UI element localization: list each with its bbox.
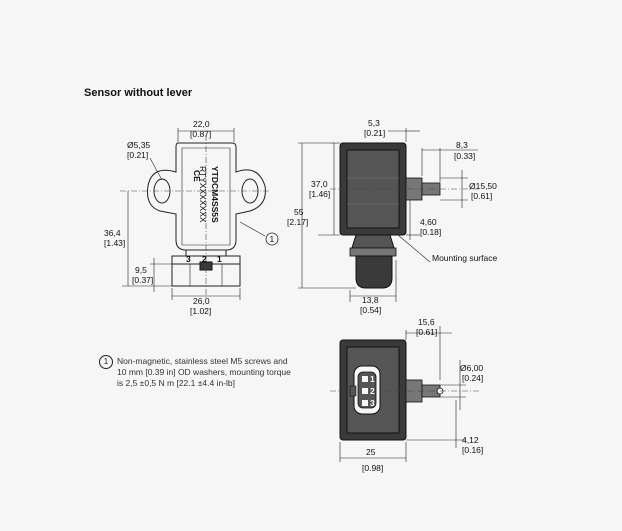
- pin-label-2: 2: [202, 254, 207, 264]
- dim-connector-mm: 9,5: [135, 265, 147, 275]
- part-label-1: YTDCM4SS5S: [210, 166, 220, 223]
- dim-height-mm: 36,4: [104, 228, 121, 238]
- dim-base-mm: 26,0: [193, 296, 210, 306]
- dim-connector-in: [0.37]: [132, 275, 153, 285]
- bottom-pin-2: 2: [370, 386, 375, 396]
- mounting-surface-label: Mounting surface: [432, 253, 497, 263]
- ce-mark: CE: [192, 170, 202, 182]
- dim-total-h-mm: 55: [294, 207, 304, 217]
- dim-depth-in: [0.61]: [416, 327, 437, 337]
- dim-offset-mm: 4,12: [462, 435, 479, 445]
- dim-pin-dia-mm: Ø6,00: [460, 363, 483, 373]
- dim-shaft-dia-mm: Ø15,50: [469, 181, 497, 191]
- callout-circle: [265, 232, 279, 246]
- dim-width-in: [0.98]: [362, 463, 383, 473]
- dim-total-h-in: [2.17]: [287, 217, 308, 227]
- dim-pin-dia-in: [0.24]: [462, 373, 483, 383]
- dim-hole-mm: Ø5,35: [127, 140, 150, 150]
- part-label-2: RTYXXXXXXX: [198, 166, 208, 223]
- dim-top-in: [0.21]: [364, 128, 385, 138]
- section-title: Sensor without lever: [84, 87, 193, 99]
- dim-offset-in: [0.18]: [420, 227, 441, 237]
- bottom-pin-1: 1: [370, 374, 375, 384]
- dim-base-mm: 13,8: [362, 295, 379, 305]
- dim-offset-mm: 4,60: [420, 217, 437, 227]
- dim-width-in: [0.87]: [190, 129, 211, 139]
- dim-shaft-dia-in: [0.61]: [471, 191, 492, 201]
- dim-top-mm: 5,3: [368, 118, 380, 128]
- dim-shaft-mm: 8,3: [456, 140, 468, 150]
- pin-label-3: 3: [186, 254, 191, 264]
- dim-depth-mm: 15,6: [418, 317, 435, 327]
- dim-offset-in: [0.16]: [462, 445, 483, 455]
- dim-body-h-mm: 37,0: [311, 179, 328, 189]
- dim-width-mm: 22,0: [193, 119, 210, 129]
- bottom-pin-3: 3: [370, 398, 375, 408]
- dim-body-h-in: [1.46]: [309, 189, 330, 199]
- front-view: CE YTDCM4SS5S RTYXXXXXXX 3 2 1 1 22,0 [0…: [104, 119, 279, 316]
- bottom-view: 1 2 3 15,6 [0.61] Ø6,00 [0.24] 4,12 [0.1…: [330, 317, 483, 473]
- dim-hole-in: [0.21]: [127, 150, 148, 160]
- dim-height-in: [1.43]: [104, 238, 125, 248]
- dim-shaft-in: [0.33]: [454, 151, 475, 161]
- dim-width-mm: 25: [366, 447, 376, 457]
- note-number: 1: [99, 355, 113, 369]
- pin-label-1: 1: [217, 254, 222, 264]
- side-view: Mounting surface 5,3 [0.21] 8,3 [0.33] 3…: [287, 118, 497, 315]
- dim-base-in: [0.54]: [360, 305, 381, 315]
- callout-number: 1: [270, 234, 275, 244]
- dim-base-in: [1.02]: [190, 306, 211, 316]
- note-text: Non-magnetic, stainless steel M5 screws …: [117, 356, 291, 388]
